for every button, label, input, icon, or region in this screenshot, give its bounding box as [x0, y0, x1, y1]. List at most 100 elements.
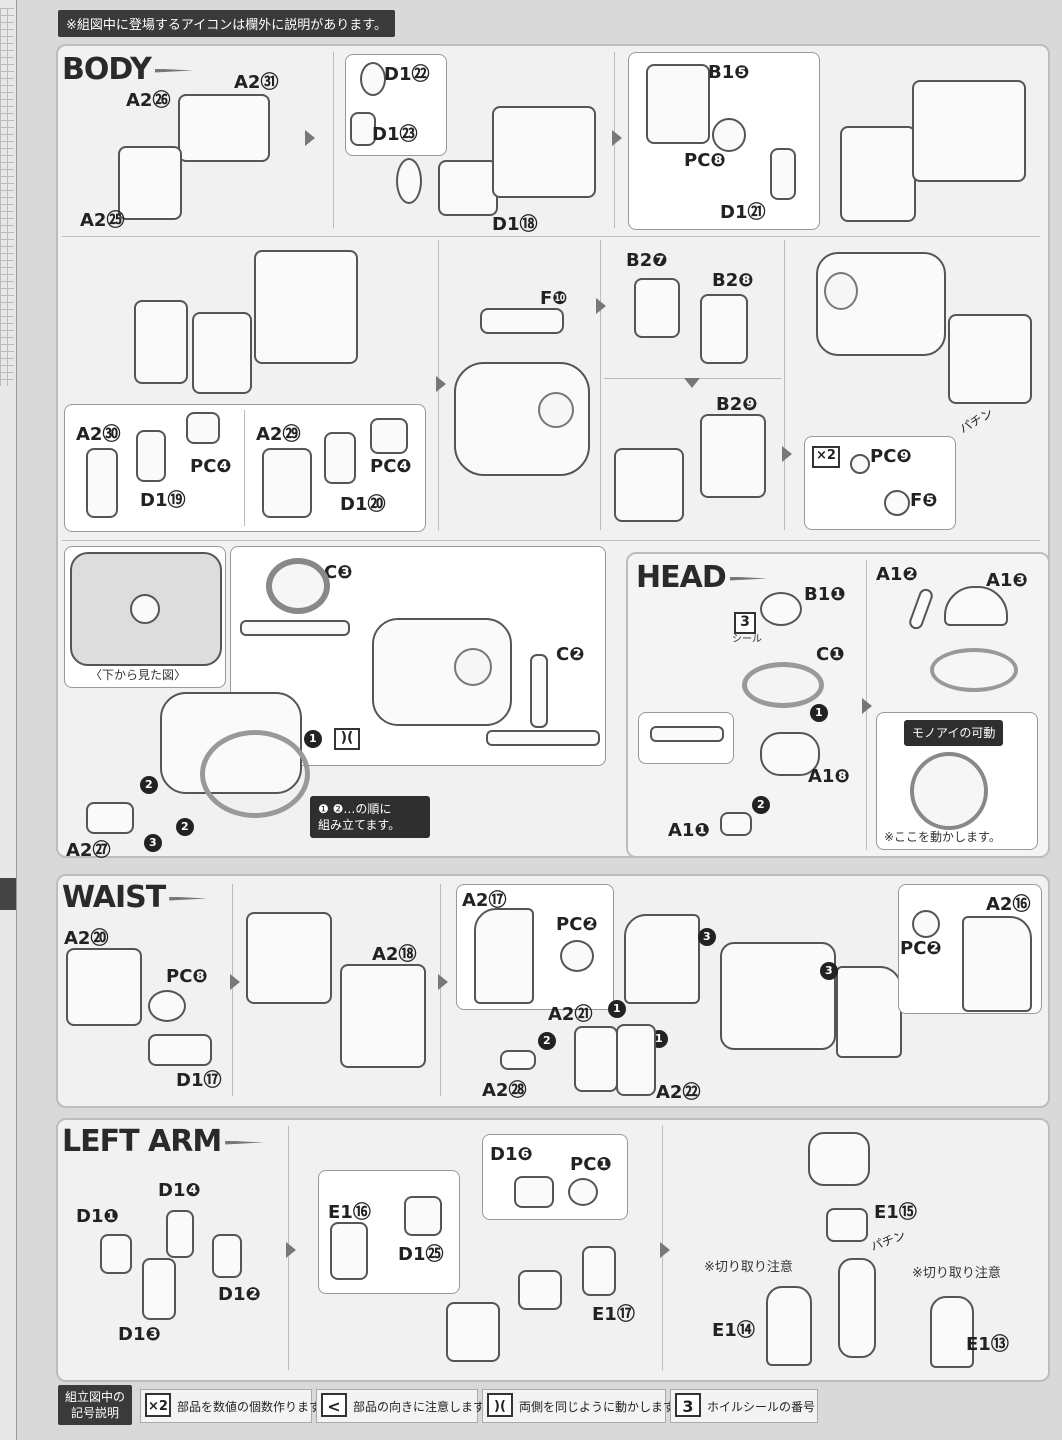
part-label: A2㉒ — [656, 1082, 701, 1103]
section-title-left-arm: LEFT ARM — [62, 1124, 263, 1159]
part-d1-17 — [148, 1034, 212, 1066]
part-label: D1❷ — [218, 1284, 261, 1305]
order-note-line2: 組み立てます。 — [318, 818, 401, 832]
step-arrow — [862, 698, 872, 714]
part-e1-17 — [582, 1246, 616, 1296]
detail-box — [482, 1134, 628, 1220]
part-a2-27 — [86, 802, 134, 834]
part-pc-9 — [850, 454, 870, 474]
direction-icon: < — [321, 1393, 347, 1417]
part-label: D1㉑ — [720, 202, 766, 223]
part-c-hose — [486, 730, 600, 746]
margin-grid — [0, 8, 14, 386]
top-note: ※組図中に登場するアイコンは欄外に説明があります。 — [58, 10, 395, 37]
legend-title-line1: 組立図中の — [64, 1390, 125, 1404]
part-a2-28 — [500, 1050, 536, 1070]
part-arm-joint — [518, 1270, 562, 1310]
part-label: PC❽ — [684, 150, 726, 171]
divider — [784, 240, 785, 530]
part-a2-22 — [616, 1024, 656, 1096]
part-label: B2❽ — [712, 270, 754, 291]
bottom-view-joint — [130, 594, 160, 624]
step-arrow — [230, 974, 240, 990]
part-b2-8 — [700, 294, 748, 364]
part-label: PC❶ — [570, 1154, 612, 1175]
part-label: A2㉙ — [256, 424, 301, 445]
part-label: F❺ — [910, 490, 938, 511]
part-label: D1⑱ — [492, 214, 538, 235]
part-b1-1 — [760, 592, 802, 626]
part-label: B1❺ — [708, 62, 750, 83]
step-arrow — [782, 446, 792, 462]
part-e1-15 — [826, 1208, 868, 1242]
sticker-icon: 3 — [734, 612, 756, 634]
part-waist-core — [720, 942, 836, 1050]
step-arrow — [286, 1242, 296, 1258]
part-label: A2㉚ — [76, 424, 121, 445]
part-shoulder — [808, 1132, 870, 1186]
legend-text: 部品を数値の個数作ります — [177, 1400, 322, 1414]
part-label: A1❶ — [668, 820, 710, 841]
step-arrow — [436, 376, 446, 392]
step-arrow — [305, 130, 315, 146]
part-joint — [396, 158, 422, 204]
part-label: A2㉘ — [482, 1080, 527, 1101]
part-label: PC❹ — [190, 456, 232, 477]
divider — [244, 410, 245, 526]
legend-text: 部品の向きに注意します — [353, 1400, 486, 1414]
part-label: A2㉕ — [80, 210, 125, 231]
page-margin-strip — [0, 0, 17, 1440]
part-body-assembly — [912, 80, 1026, 182]
part-label: B2❾ — [716, 394, 758, 415]
part-pc-4 — [370, 418, 408, 454]
legend-text: ホイルシールの番号 — [707, 1400, 816, 1414]
part-label: D1⑰ — [176, 1070, 222, 1091]
part-f-5 — [884, 490, 910, 516]
part-label: A1❸ — [986, 570, 1028, 591]
part-d1-4 — [166, 1210, 194, 1258]
part-d1-21 — [770, 148, 796, 200]
part-c-3-hose — [266, 558, 330, 614]
step-arrow — [684, 378, 700, 388]
part-waist-shell — [624, 914, 700, 1004]
part-d1-2 — [212, 1234, 242, 1278]
part-a2-shell — [192, 312, 252, 394]
part-c-hose — [240, 620, 350, 636]
part-a2-31 — [178, 94, 270, 162]
part-label: B2❼ — [626, 250, 668, 271]
part-label: A2㉖ — [126, 90, 171, 111]
order-note: ❶ ❷…の順に 組み立てます。 — [310, 796, 430, 838]
part-a1-8 — [760, 732, 820, 776]
part-label: D1❸ — [118, 1324, 161, 1345]
x2-icon: ×2 — [812, 446, 840, 468]
part-label: PC❷ — [900, 938, 942, 959]
part-pc-2 — [912, 910, 940, 938]
part-d1-18 — [438, 160, 498, 216]
legend-item-x2: ×2 部品を数値の個数作ります — [140, 1389, 321, 1423]
part-label: A2㉑ — [548, 1004, 593, 1025]
part-b1-5 — [646, 64, 710, 144]
part-d1-1 — [100, 1234, 132, 1274]
section-title-head: HEAD — [636, 560, 768, 595]
x2-icon: ×2 — [145, 1393, 171, 1417]
legend-title: 組立図中の 記号説明 — [58, 1385, 132, 1425]
part-a2-17 — [474, 908, 534, 1004]
part-label: D1⑳ — [340, 494, 386, 515]
part-a2-18 — [340, 964, 426, 1068]
part-label: D1❻ — [490, 1144, 533, 1165]
part-a2-30 — [86, 448, 118, 518]
divider — [440, 884, 441, 1096]
part-hose-loop — [200, 730, 310, 818]
part-label: PC❹ — [370, 456, 412, 477]
legend-item-symmetric: )( 両側を同じように動かします — [482, 1389, 675, 1423]
part-e1-14 — [766, 1286, 812, 1366]
divider — [232, 884, 233, 1096]
part-label: PC❾ — [870, 446, 912, 467]
part-c-1-ring — [742, 662, 824, 708]
part-pc-8 — [148, 990, 186, 1022]
mono-eye-title: モノアイの可動 — [904, 720, 1004, 746]
divider — [62, 540, 1040, 541]
vent-circle — [824, 272, 858, 310]
part-label: B1❶ — [804, 584, 846, 605]
part-arm-upper — [446, 1302, 500, 1362]
